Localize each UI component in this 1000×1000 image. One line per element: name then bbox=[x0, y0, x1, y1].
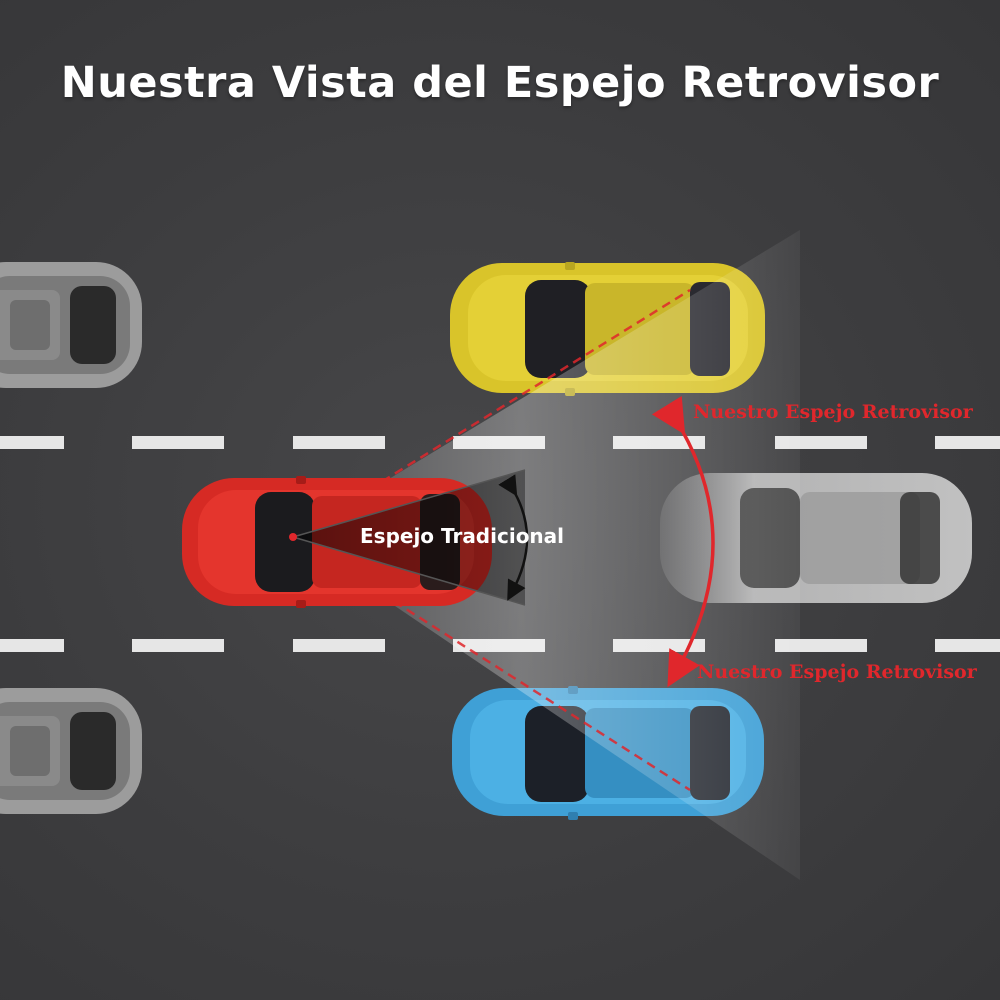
traditional-view-cone bbox=[293, 470, 525, 605]
our-mirror-arc bbox=[651, 395, 715, 688]
our-mirror-label-top: Nuestro Espejo Retrovisor bbox=[693, 401, 973, 423]
trad-edge-bottom bbox=[292, 536, 526, 606]
traditional-arc bbox=[498, 474, 529, 601]
mirror-point bbox=[289, 533, 297, 541]
traditional-mirror-label: Espejo Tradicional bbox=[360, 524, 565, 548]
grey-car-bottom-left bbox=[0, 688, 142, 814]
page-title: Nuestra Vista del Espejo Retrovisor bbox=[60, 58, 940, 108]
wide-view-cone bbox=[293, 230, 800, 880]
our-mirror-label-bottom: Nuestro Espejo Retrovisor bbox=[697, 661, 977, 683]
grey-car-top-left bbox=[0, 262, 142, 388]
trad-edge-top bbox=[292, 469, 526, 538]
